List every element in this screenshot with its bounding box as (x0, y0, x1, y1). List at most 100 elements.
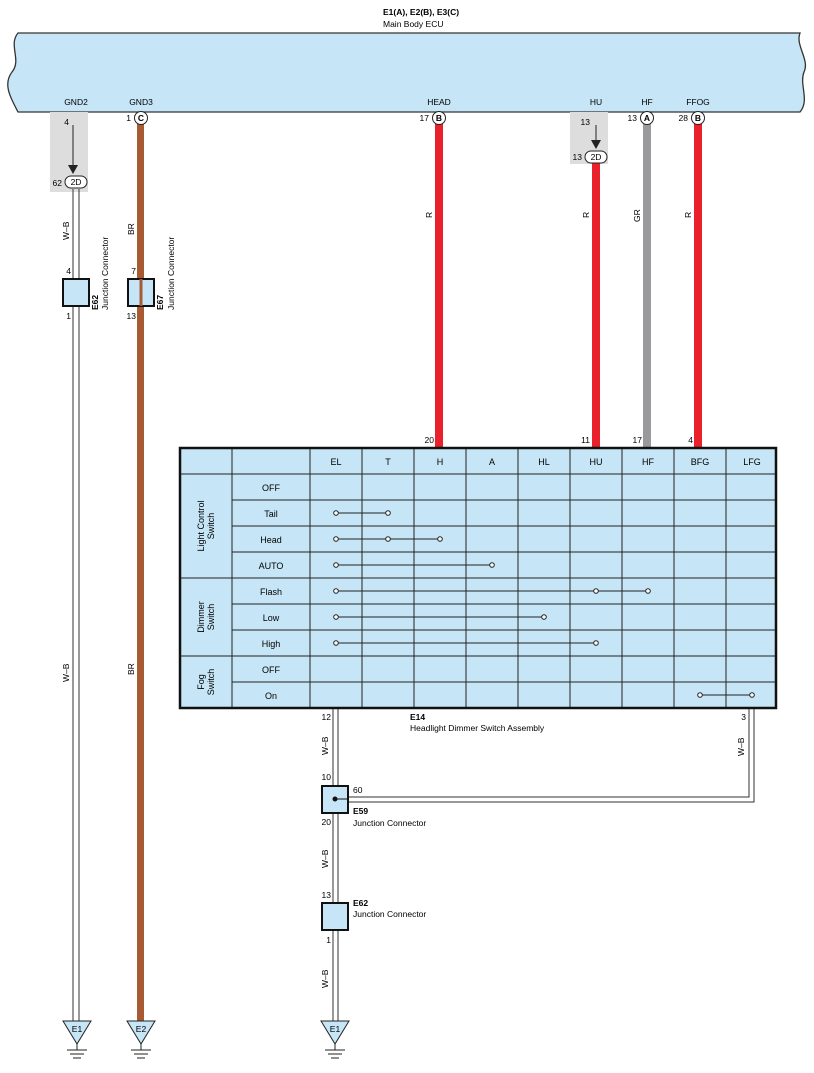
column-header: BFG (691, 457, 710, 467)
e67-pin-top: 7 (131, 266, 136, 276)
continuity-point (333, 536, 339, 542)
continuity-point (437, 536, 443, 542)
ffog-pin: 28 (679, 113, 689, 123)
switch-assembly-name: Headlight Dimmer Switch Assembly (410, 723, 545, 733)
hf-wire (643, 124, 651, 448)
hf-connector-letter: A (644, 113, 650, 123)
hu-inline-label: 2D (591, 152, 602, 162)
e62-bottom-pin-bottom: 1 (326, 935, 331, 945)
ffog-connector-letter: B (695, 113, 701, 123)
gnd3-wire (137, 124, 144, 1022)
e59-splice-dot (332, 796, 338, 802)
continuity-point (385, 510, 391, 516)
ground-e1-left: E1 (62, 1020, 92, 1059)
switch-pin-lfg: 3 (741, 712, 746, 722)
el-wire-color-1: W–B (320, 736, 330, 755)
gnd2-wire-color-lower: W–B (61, 663, 71, 682)
group-label: Dimmer (196, 601, 206, 633)
e67-id: E67 (155, 295, 165, 310)
hf-connector-circle (640, 111, 654, 125)
gnd2-inline-label: 2D (71, 177, 82, 187)
switch-table-border (178, 446, 778, 710)
switch-pin-hf: 17 (633, 435, 643, 445)
e62-bottom-pin-top: 13 (322, 890, 332, 900)
ffog-wire (694, 124, 702, 448)
column-header: LFG (743, 457, 761, 467)
e62-bottom-desc: Junction Connector (353, 909, 426, 919)
hu-wire-color: R (581, 212, 591, 218)
continuity-point (645, 588, 651, 594)
continuity-point (333, 614, 339, 620)
column-header: A (489, 457, 495, 467)
lfg-wire (349, 709, 755, 803)
column-header: HU (590, 457, 603, 467)
connector-ids-label: E1(A), E2(B), E3(C) (383, 7, 459, 17)
lfg-wire-color: W–B (736, 737, 746, 756)
continuity-point (333, 562, 339, 568)
e62-bottom-junction (321, 902, 349, 931)
switch-pin-ffog: 4 (688, 435, 693, 445)
e62-left-junction (62, 278, 90, 307)
e67-desc: Junction Connector (166, 237, 176, 310)
el-ground-wire (332, 709, 339, 1022)
group-label: Switch (206, 513, 216, 540)
terminal-name-gnd3: GND3 (129, 97, 153, 107)
row-label: High (262, 639, 281, 649)
ground-e1-right-label: E1 (330, 1024, 341, 1034)
terminal-name-head: HEAD (427, 97, 451, 107)
continuity-point (333, 588, 339, 594)
group-label: Light Control (196, 500, 206, 551)
row-label: Flash (260, 587, 282, 597)
e59-pin-bottom: 20 (322, 817, 332, 827)
group-label: Switch (206, 604, 216, 631)
row-label: OFF (262, 483, 280, 493)
terminal-name-ffog: FFOG (686, 97, 710, 107)
head-connector-letter: B (436, 113, 442, 123)
terminal-name-hu: HU (590, 97, 602, 107)
continuity-point (489, 562, 495, 568)
gnd3-pin: 1 (126, 113, 131, 123)
switch-assembly-id: E14 (410, 712, 425, 722)
continuity-point (333, 640, 339, 646)
gnd2-wire (68, 125, 80, 1022)
group-label: Fog (196, 674, 206, 690)
gnd3-connector-letter: C (138, 113, 144, 123)
terminal-name-gnd2: GND2 (64, 97, 88, 107)
continuity-point (385, 536, 391, 542)
gnd2-inline-pin: 62 (53, 178, 63, 188)
row-label: Tail (264, 509, 278, 519)
e62-bottom-id: E62 (353, 898, 368, 908)
head-wire (435, 124, 443, 448)
el-wire-color-3: W–B (320, 969, 330, 988)
hu-inline-arrow (591, 125, 601, 149)
continuity-point (541, 614, 547, 620)
continuity-point (697, 692, 703, 698)
switch-pin-head: 20 (425, 435, 435, 445)
group-label: Switch (206, 669, 216, 696)
ground-e1-right: E1 (320, 1020, 350, 1059)
ground-e2-label: E2 (136, 1024, 147, 1034)
column-header: T (385, 457, 391, 467)
e67-pin-bottom: 13 (127, 311, 137, 321)
switch-pin-hu: 11 (581, 435, 590, 445)
ecu-terminal-names: GND2 GND3 HEAD HU HF FFOG (64, 97, 710, 107)
gnd3-connector-circle (134, 111, 148, 125)
e62-left-desc: Junction Connector (100, 237, 110, 310)
ground-e1-left-label: E1 (72, 1024, 83, 1034)
e59-pin-top: 10 (322, 772, 332, 782)
head-connector-circle (432, 111, 446, 125)
continuity-point (593, 588, 599, 594)
e59-id: E59 (353, 806, 368, 816)
continuity-point (593, 640, 599, 646)
hu-inline-connector (584, 150, 608, 164)
gnd3-wire-color-lower: BR (126, 663, 136, 675)
hf-pin: 13 (628, 113, 638, 123)
continuity-point (333, 510, 339, 516)
switch-pin-el: 12 (322, 712, 332, 722)
column-header: HL (538, 457, 550, 467)
gnd3-wire-color-upper: BR (126, 223, 136, 235)
row-label: OFF (262, 665, 280, 675)
head-wire-color: R (424, 212, 434, 218)
